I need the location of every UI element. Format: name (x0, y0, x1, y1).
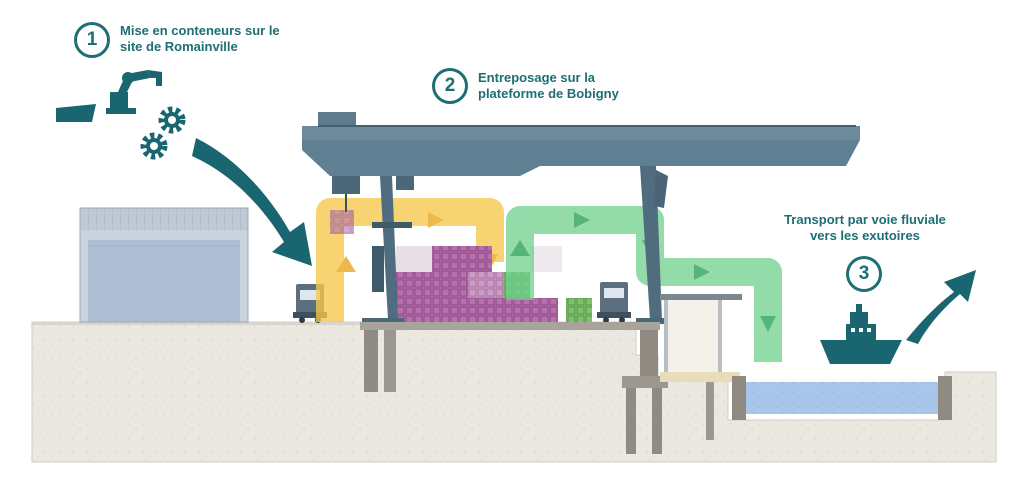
step-label-2: Entreposage sur la plateforme de Bobigny (478, 70, 668, 102)
step-label-3-line1: Transport par voie fluviale (784, 212, 946, 227)
robot-arm-icon (56, 70, 162, 122)
container-stack (330, 210, 592, 322)
step-number-2: 2 (432, 68, 468, 104)
truck-icon (597, 282, 631, 323)
step-label-3: Transport par voie fluviale vers les exu… (760, 212, 970, 244)
quay-shelter (660, 294, 742, 440)
gear-icon (158, 106, 186, 134)
step-label-1-line1: Mise en conteneurs sur le (120, 23, 280, 38)
gantry-crane (302, 112, 860, 324)
yellow-flow (316, 198, 504, 322)
ground (31, 321, 997, 463)
step-label-1-line2: site de Romainville (120, 39, 238, 54)
step-number-3: 3 (846, 256, 882, 292)
arrow-icon (192, 138, 312, 266)
platform (360, 322, 668, 454)
step-label-3-line2: vers les exutoires (810, 228, 920, 243)
canal (732, 376, 952, 420)
step-label-2-line2: plateforme de Bobigny (478, 86, 619, 101)
step-number-1: 1 (74, 22, 110, 58)
gear-icon (140, 132, 168, 160)
step-label-2-line1: Entreposage sur la (478, 70, 596, 85)
boat-icon (820, 304, 902, 364)
step-label-1: Mise en conteneurs sur le site de Romain… (120, 23, 320, 55)
warehouse (79, 207, 249, 323)
arrow-icon (906, 270, 976, 344)
